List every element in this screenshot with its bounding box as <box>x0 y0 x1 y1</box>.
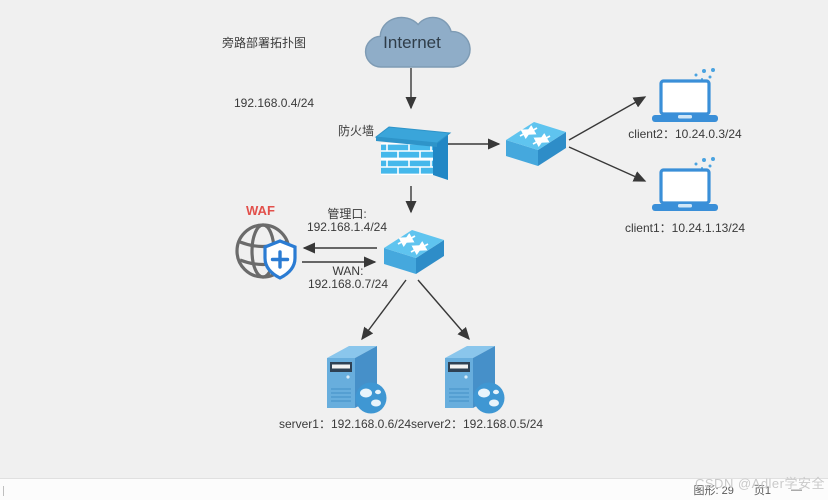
server2-label[interactable]: server2：192.168.0.5/24 <box>410 417 544 431</box>
internet-label[interactable]: Internet <box>383 33 441 52</box>
client2-label[interactable]: client2：10.24.0.3/24 <box>628 127 742 141</box>
collapse-dash[interactable]: — <box>791 483 802 496</box>
edge-switch-client2[interactable] <box>568 96 647 141</box>
diagram-layer <box>235 16 718 414</box>
waf-globe-shield-icon[interactable] <box>235 223 297 280</box>
client1-laptop-icon[interactable] <box>652 157 718 211</box>
connectors[interactable] <box>302 68 647 341</box>
firewall-icon[interactable] <box>374 126 452 180</box>
edge-switch-client1[interactable] <box>568 146 647 182</box>
text-caret <box>3 486 4 496</box>
globe-land <box>478 388 499 407</box>
wan-title: WAN: <box>332 264 364 278</box>
mgmt-port-label[interactable]: 管理口: 192.168.1.4/24 <box>277 208 417 234</box>
client2-laptop-icon[interactable] <box>652 68 718 122</box>
edge-lanswitch-server1[interactable] <box>361 279 407 341</box>
internet-cloud-icon[interactable] <box>364 16 471 68</box>
server1-icon[interactable] <box>327 346 387 414</box>
wan-port-label[interactable]: WAN: 192.168.0.7/24 <box>278 265 418 291</box>
status-bar: 图形: 29 页1 — <box>0 478 828 500</box>
globe-land <box>360 388 381 407</box>
sparkle-dots-icon <box>694 157 715 169</box>
sparkle-dots-icon <box>694 68 715 80</box>
page-indicator[interactable]: 页1 <box>753 484 771 497</box>
switch-arrows <box>397 232 429 256</box>
plus-icon <box>270 250 290 269</box>
mgmt-port-title: 管理口: <box>327 207 367 221</box>
switch-arrows <box>519 124 551 148</box>
edge-lanswitch-server2[interactable] <box>417 279 470 341</box>
server1-label[interactable]: server1：192.168.0.6/24 <box>278 417 412 431</box>
lan-switch-icon[interactable] <box>384 230 444 274</box>
shape-count-indicator[interactable]: 图形: 29 <box>693 484 734 497</box>
mgmt-port-ip: 192.168.1.4/24 <box>306 220 388 234</box>
uplink-ip-label[interactable]: 192.168.0.4/24 <box>234 96 315 110</box>
client1-label[interactable]: client1：10.24.1.13/24 <box>624 221 746 235</box>
waf-label[interactable]: WAF <box>246 203 275 218</box>
access-switch-icon[interactable] <box>506 122 566 166</box>
csdn-watermark: CSDN @Adler学安全 <box>695 476 825 491</box>
firewall-label[interactable]: 防火墙 <box>338 124 375 138</box>
wan-ip: 192.168.0.7/24 <box>307 277 389 291</box>
diagram-title[interactable]: 旁路部署拓扑图 <box>222 36 307 50</box>
server2-icon[interactable] <box>445 346 505 414</box>
